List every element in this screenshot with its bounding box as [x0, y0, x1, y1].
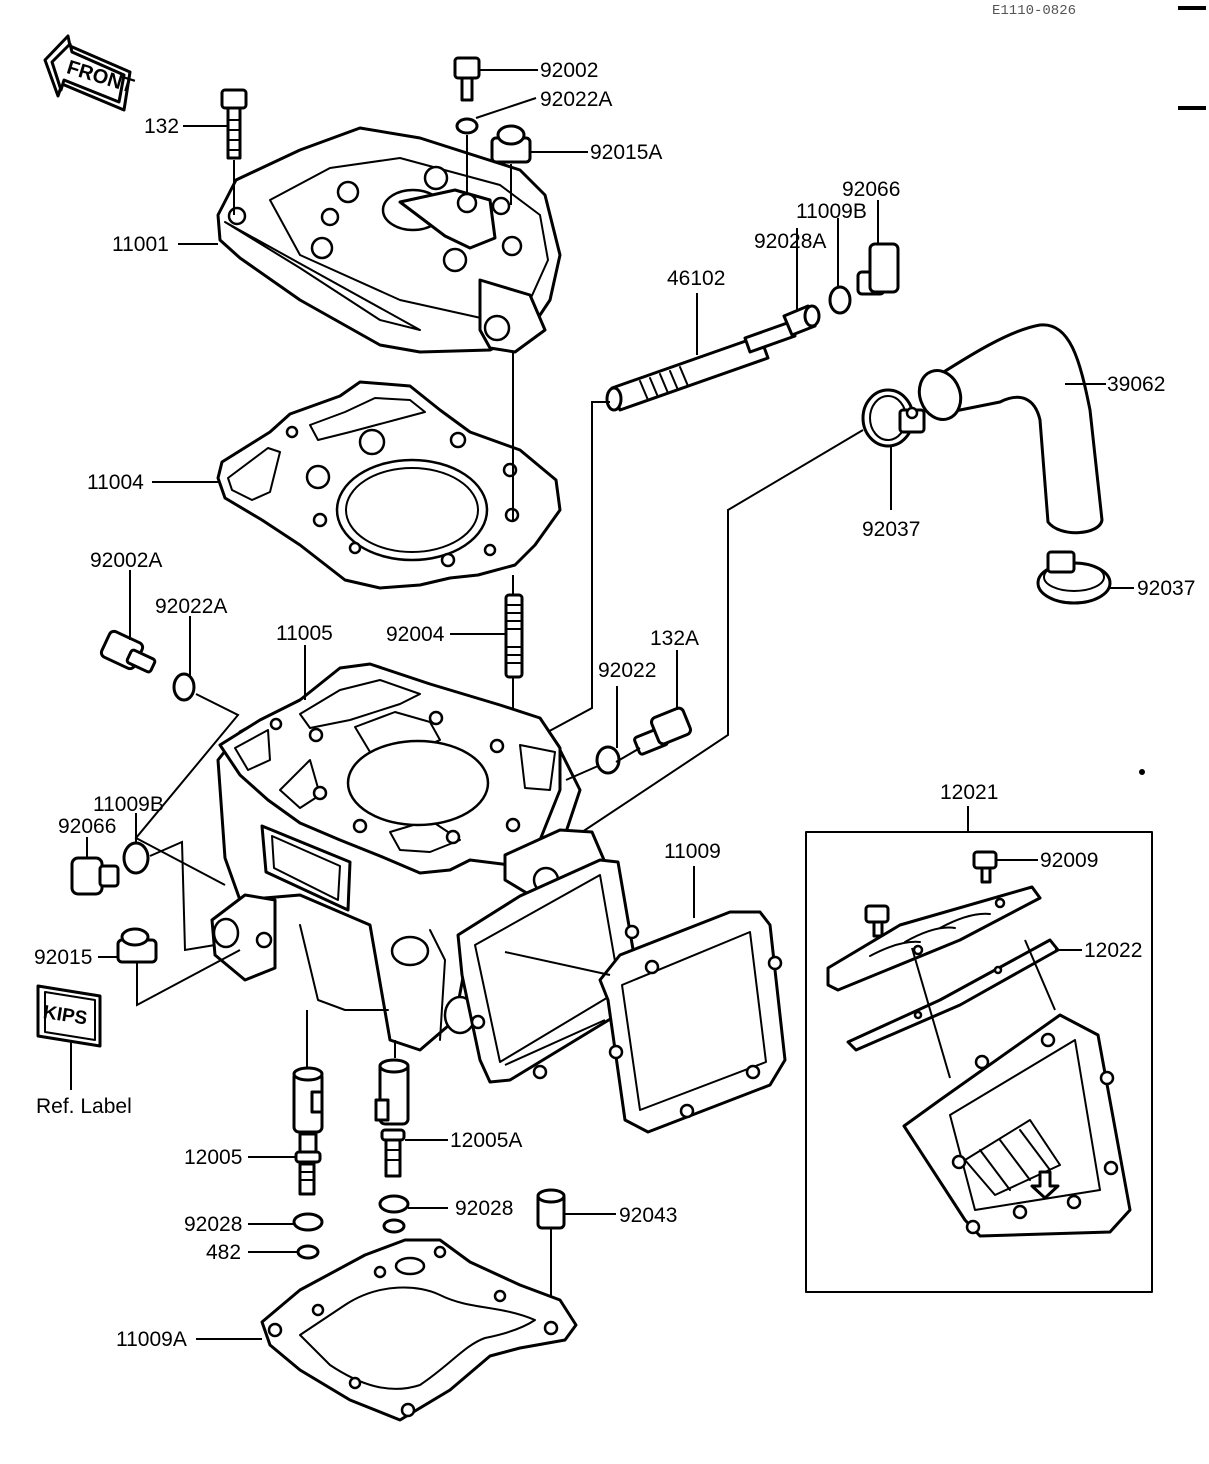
washer-92022A-left: [172, 672, 196, 702]
label-92022: 92022: [598, 659, 656, 682]
label-92022A-left: 92022A: [155, 595, 227, 618]
bolt-132: [220, 88, 248, 160]
washer-92028-left: [292, 1212, 324, 1232]
label-11001: 11001: [112, 233, 169, 256]
temp-sensor-46102: [605, 320, 797, 412]
label-92004: 92004: [386, 623, 445, 646]
clamp-92037-lower: [1036, 550, 1112, 605]
bolt-92002: [453, 56, 481, 102]
margin-mark: [1178, 106, 1206, 110]
bolt-92002A: [99, 629, 157, 674]
label-92037-lower: 92037: [1137, 577, 1195, 600]
label-11004: 11004: [87, 471, 144, 494]
ref-label: Ref. Label: [36, 1095, 132, 1118]
stud-92004: [504, 593, 524, 679]
washer-11009B-right: [828, 285, 852, 315]
gasket-11009-outer: [598, 910, 787, 1134]
label-12005: 12005: [184, 1146, 242, 1169]
label-39062: 39062: [1107, 373, 1165, 396]
diagram-code: E1110-0826: [992, 3, 1076, 19]
reed-stopper: [826, 885, 1042, 992]
washer-92028-right: [378, 1194, 410, 1214]
head-gasket-11004: [216, 380, 562, 590]
label-132: 132: [144, 115, 179, 138]
label-12005A: 12005A: [450, 1129, 522, 1152]
bolt-132A: [633, 706, 692, 756]
margin-mark-top: [1178, 6, 1206, 10]
label-92028-left: 92028: [184, 1213, 242, 1236]
nut-92015: [116, 927, 158, 964]
label-92028A: 92028A: [754, 230, 826, 253]
washer-92022: [595, 745, 621, 775]
screw-92009: [972, 850, 998, 884]
clamp-92037-upper: [861, 388, 926, 448]
dowel-92043: [536, 1188, 566, 1230]
reed-valve-assembly-box: [805, 831, 1153, 1293]
label-92022A-top: 92022A: [540, 88, 612, 111]
label-11009B-right: 11009B: [796, 200, 867, 223]
label-11009A: 11009A: [116, 1328, 187, 1351]
label-12021: 12021: [940, 781, 998, 804]
hose-39062: [917, 323, 1104, 535]
label-92043: 92043: [619, 1204, 677, 1227]
label-92009: 92009: [1040, 849, 1098, 872]
label-132A: 132A: [650, 627, 699, 650]
cylinder-11005: [210, 662, 606, 1052]
washer-11009B-left: [122, 841, 150, 875]
label-11009: 11009: [664, 840, 721, 863]
label-12022: 12022: [1084, 939, 1142, 962]
washer-92022A-top: [455, 117, 479, 135]
plug-92066-right: [856, 242, 900, 296]
front-arrow-icon: FRONT: [43, 34, 136, 112]
kips-label-icon: KIPS: [36, 984, 102, 1048]
exhaust-valve-12005: [292, 1066, 324, 1196]
label-11009B-left: 11009B: [93, 793, 164, 816]
label-92015A: 92015A: [590, 141, 662, 164]
label-11005: 11005: [276, 622, 333, 645]
base-gasket-11009A: [260, 1238, 578, 1422]
label-92028-right: 92028: [455, 1197, 513, 1220]
label-92002: 92002: [540, 59, 598, 82]
clip-482-right: [382, 1218, 406, 1234]
screw-left: [864, 904, 890, 938]
label-46102: 46102: [667, 267, 725, 290]
reed-valve-body: [902, 1013, 1132, 1238]
label-92037-upper: 92037: [862, 518, 920, 541]
sleeve-92028A: [782, 304, 821, 337]
speck: [1139, 769, 1145, 775]
nut-92015A: [490, 124, 532, 164]
exhaust-valve-12005A: [374, 1058, 410, 1178]
plug-92066-left: [70, 856, 120, 896]
label-482: 482: [206, 1241, 241, 1264]
label-92015: 92015: [34, 946, 92, 969]
cylinder-head: [216, 126, 562, 354]
label-92002A: 92002A: [90, 549, 162, 572]
label-92066-right: 92066: [842, 178, 900, 201]
label-92066-left: 92066: [58, 815, 116, 838]
clip-482: [296, 1244, 320, 1260]
